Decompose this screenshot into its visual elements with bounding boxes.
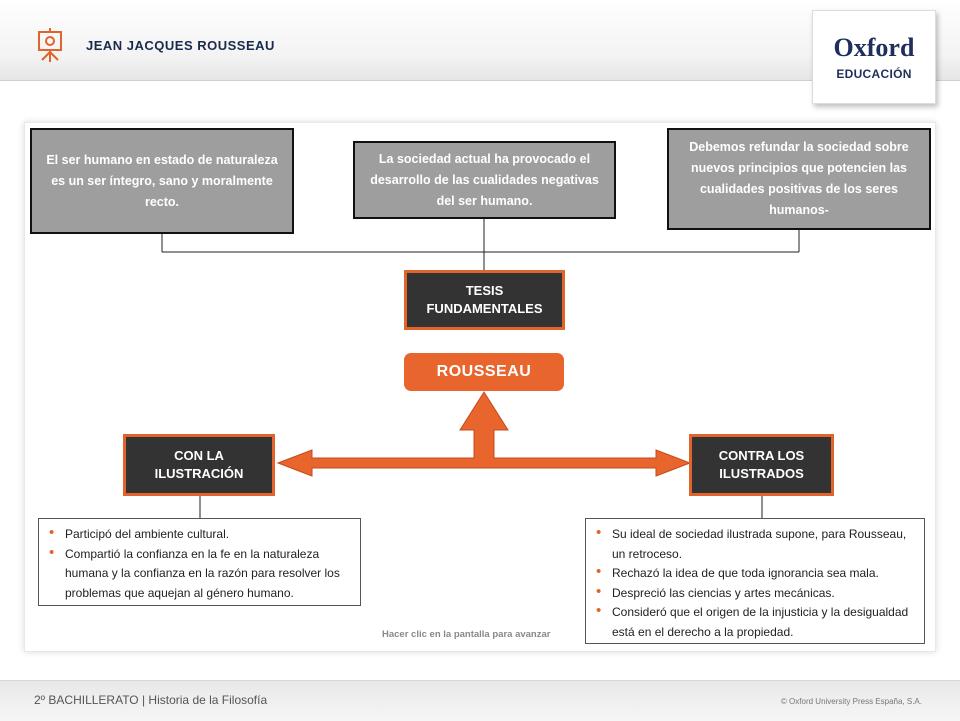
brand-subtitle: EDUCACIÓN [836,67,912,81]
contra-ilustrados-box: CONTRA LOS ILUSTRADOS [689,434,834,496]
oxford-logo: Oxford EDUCACIÓN [812,10,936,104]
con-ilustracion-label: CON LA ILUSTRACIÓN [154,448,244,481]
tesis-label: TESIS FUNDAMENTALES [426,283,543,316]
advance-hint[interactable]: Hacer clic en la pantalla para avanzar [382,629,551,640]
con-ilustracion-box: CON LA ILUSTRACIÓN [123,434,275,496]
list-item: Consideró que el origen de la injusticia… [596,601,916,642]
page-title: JEAN JACQUES ROUSSEAU [86,38,275,53]
thesis-text: Debemos refundar la sociedad sobre nuevo… [689,140,909,217]
presentation-board-icon [38,28,62,62]
thesis-text: La sociedad actual ha provocado el desar… [370,151,599,208]
list-item: Su ideal de sociedad ilustrada supone, p… [596,523,916,564]
right-list: Su ideal de sociedad ilustrada supone, p… [596,523,916,642]
list-item: Participó del ambiente cultural. [49,523,352,545]
thesis-box-3: Debemos refundar la sociedad sobre nuevo… [667,128,931,230]
rousseau-node: ROUSSEAU [404,353,564,391]
thesis-box-2: La sociedad actual ha provocado el desar… [353,141,616,219]
course-label: 2º BACHILLERATO | Historia de la Filosof… [34,693,268,707]
right-list-box: Su ideal de sociedad ilustrada supone, p… [585,518,925,644]
left-list-box: Participó del ambiente cultural. Compart… [38,518,361,606]
tesis-fundamentales-box: TESIS FUNDAMENTALES [404,270,565,330]
header-bar: JEAN JACQUES ROUSSEAU [0,0,960,81]
thesis-text: El ser humano en estado de naturaleza es… [46,152,278,209]
list-item: Rechazó la idea de que toda ignorancia s… [596,562,916,584]
brand-name: Oxford [833,33,915,62]
contra-ilustrados-label: CONTRA LOS ILUSTRADOS [718,448,805,481]
thesis-box-1: El ser humano en estado de naturaleza es… [30,128,294,234]
list-item: Despreció las ciencias y artes mecánicas… [596,582,916,604]
left-list: Participó del ambiente cultural. Compart… [49,523,352,604]
list-item: Compartió la confianza en la fe en la na… [49,543,352,604]
footer-bar: 2º BACHILLERATO | Historia de la Filosof… [0,680,960,721]
copyright-label: © Oxford University Press España, S.A. [780,697,922,706]
